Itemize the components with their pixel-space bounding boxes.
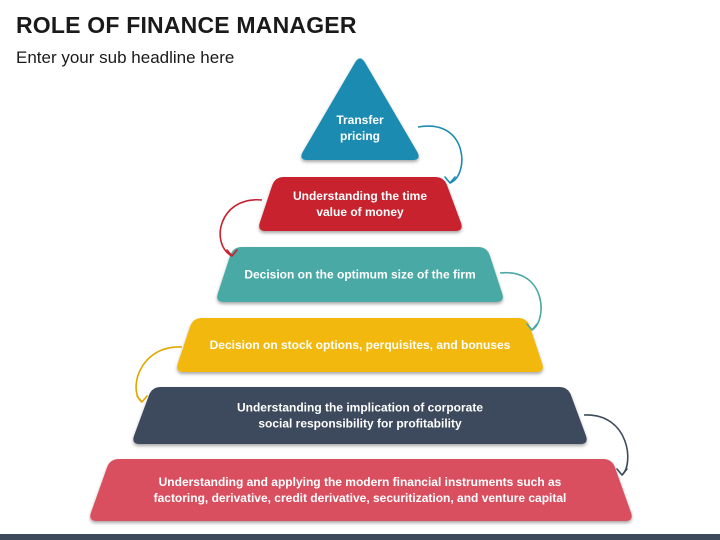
pyramid-level-3-label: Decision on the optimum size of the firm [244, 268, 475, 282]
curved-arrow-1 [417, 125, 463, 184]
arrowhead-icon [616, 468, 628, 476]
pyramid-level-1-label: pricing [340, 129, 380, 143]
arrowhead-icon [526, 323, 538, 331]
pyramid-level-2-label: value of money [316, 205, 404, 219]
pyramid-level-4 [177, 318, 543, 372]
pyramid-level-5-label: Understanding the implication of corpora… [237, 401, 483, 415]
arrowhead-icon [226, 249, 238, 257]
pyramid-level-6 [90, 459, 632, 521]
footer-bar [0, 534, 720, 540]
pyramid-level-3 [217, 247, 503, 302]
pyramid-level-1 [301, 58, 419, 160]
pyramid-level-2-label: Understanding the time [293, 189, 427, 203]
arrowhead-icon [444, 176, 456, 184]
curved-arrow-2 [219, 199, 263, 257]
pyramid-level-1-label: Transfer [336, 113, 384, 127]
pyramid-level-5-label: social responsibility for profitability [258, 417, 462, 431]
pyramid-level-4-label: Decision on stock options, perquisites, … [210, 338, 511, 352]
arrowhead-icon [136, 395, 148, 403]
pyramid-level-6-label: Understanding and applying the modern fi… [159, 475, 562, 489]
pyramid-level-2 [259, 177, 462, 231]
page-subtitle: Enter your sub headline here [16, 48, 235, 67]
pyramid-level-6-label: factoring, derivative, credit derivative… [154, 491, 567, 505]
pyramid-level-5 [133, 387, 587, 444]
page-title: ROLE OF FINANCE MANAGER [16, 12, 357, 38]
